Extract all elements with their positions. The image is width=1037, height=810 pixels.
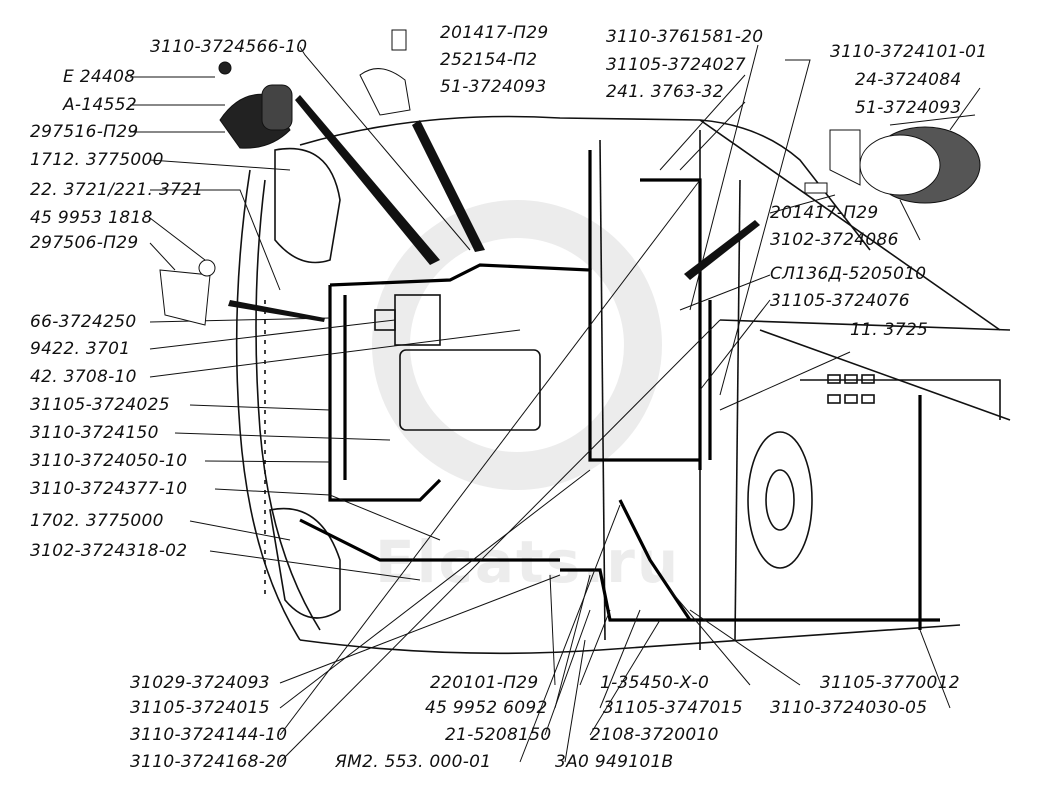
part-label: 1702. 3775000: [30, 511, 164, 531]
part-label: 22. 3721/221. 3721: [30, 180, 204, 200]
part-label: 31105-3747015: [603, 698, 743, 718]
watermark-text: Elcats.ru: [375, 528, 681, 596]
part-label: 51-3724093: [855, 98, 962, 118]
leader-lines: [130, 44, 981, 763]
part-label: 3110-3724168-20: [130, 752, 288, 772]
part-label: 3110-3724144-10: [130, 725, 288, 745]
part-label: 3А0 949101В: [555, 752, 674, 772]
part-label: 31105-3724076: [770, 291, 910, 311]
part-label: 2108-3720010: [590, 725, 719, 745]
part-label: 1-35450-Х-0: [600, 673, 710, 693]
part-label: 3110-3724030-05: [770, 698, 928, 718]
part-label: 201417-П29: [440, 23, 549, 43]
part-label: 51-3724093: [440, 77, 547, 97]
car-body-outline: [235, 115, 1011, 655]
part-label: Е 24408: [63, 67, 136, 87]
part-label: 3110-3724050-10: [30, 451, 188, 471]
part-label: 31105-3724025: [30, 395, 170, 415]
arrows: [228, 95, 760, 322]
part-label: 3110-3724150: [30, 423, 159, 443]
part-label: 21-5208150: [445, 725, 552, 745]
part-label: 3102-3724318-02: [30, 541, 188, 561]
part-label: 252154-П2: [440, 50, 538, 70]
part-label: 45 9952 6092: [425, 698, 548, 718]
part-label: 11. 3725: [850, 320, 929, 340]
part-label: 297516-П29: [30, 122, 139, 142]
part-label: 1712. 3775000: [30, 150, 164, 170]
part-label: 24-3724084: [855, 70, 962, 90]
part-label: А-14552: [63, 95, 137, 115]
part-label: 9422. 3701: [30, 339, 131, 359]
part-label: 3102-3724086: [770, 230, 899, 250]
part-label: 201417-П29: [770, 203, 879, 223]
part-label: 66-3724250: [30, 312, 137, 332]
part-label: 241. 3763-32: [606, 82, 724, 102]
part-label: СЛ136Д-5205010: [770, 264, 927, 284]
part-label: 45 9953 1818: [30, 208, 153, 228]
part-label: 3110-3761581-20: [606, 27, 764, 47]
part-label: 297506-П29: [30, 233, 139, 253]
part-label: 31105-3770012: [820, 673, 960, 693]
part-label: 42. 3708-10: [30, 367, 137, 387]
part-label: 220101-П29: [430, 673, 539, 693]
part-label: 3110-3724101-01: [830, 42, 988, 62]
part-label: 31029-3724093: [130, 673, 270, 693]
part-label: ЯМ2. 553. 000-01: [335, 752, 492, 772]
part-label: 3110-3724566-10: [150, 37, 308, 57]
part-label: 3110-3724377-10: [30, 479, 188, 499]
small-parts: [159, 29, 981, 326]
part-label: 31105-3724015: [130, 698, 270, 718]
part-label: 31105-3724027: [606, 55, 746, 75]
